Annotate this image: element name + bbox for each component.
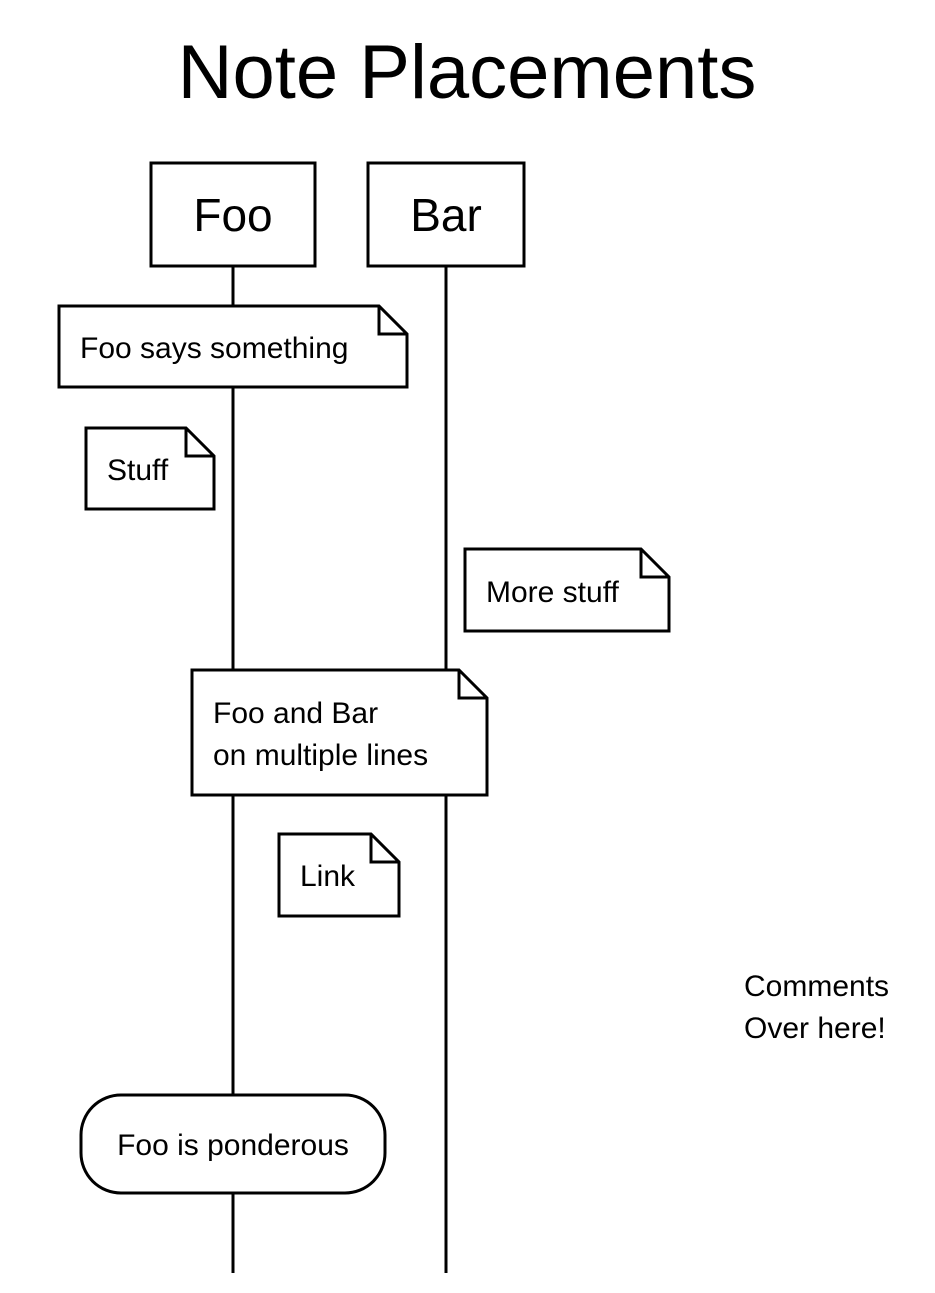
note-stuff-text: Stuff bbox=[107, 454, 169, 487]
note-foo-says-something: Foo says something bbox=[57, 304, 409, 389]
diagram-title: Note Placements bbox=[178, 30, 757, 115]
note-more-stuff-text: More stuff bbox=[486, 576, 619, 609]
actor-foo: Foo bbox=[149, 161, 317, 268]
note-stuff: Stuff bbox=[84, 426, 216, 511]
note-foo-says-something-text: Foo says something bbox=[80, 332, 348, 365]
note-more-stuff: More stuff bbox=[463, 547, 671, 633]
actor-foo-label: Foo bbox=[193, 189, 272, 241]
note-link-text: Link bbox=[300, 860, 356, 893]
note-foo-and-bar-line-1: Foo and Bar bbox=[213, 697, 378, 730]
note-foo-and-bar: Foo and Bar on multiple lines bbox=[190, 668, 489, 797]
actor-bar: Bar bbox=[366, 161, 526, 268]
comments: Comments Over here! bbox=[744, 970, 889, 1045]
actor-bar-label: Bar bbox=[410, 189, 482, 241]
comments-line-2: Over here! bbox=[744, 1012, 886, 1045]
note-foo-and-bar-line-2: on multiple lines bbox=[213, 739, 428, 772]
note-foo-is-ponderous-text: Foo is ponderous bbox=[117, 1129, 349, 1162]
note-foo-is-ponderous: Foo is ponderous bbox=[79, 1093, 387, 1195]
note-link: Link bbox=[277, 832, 401, 918]
comments-line-1: Comments bbox=[744, 970, 889, 1003]
